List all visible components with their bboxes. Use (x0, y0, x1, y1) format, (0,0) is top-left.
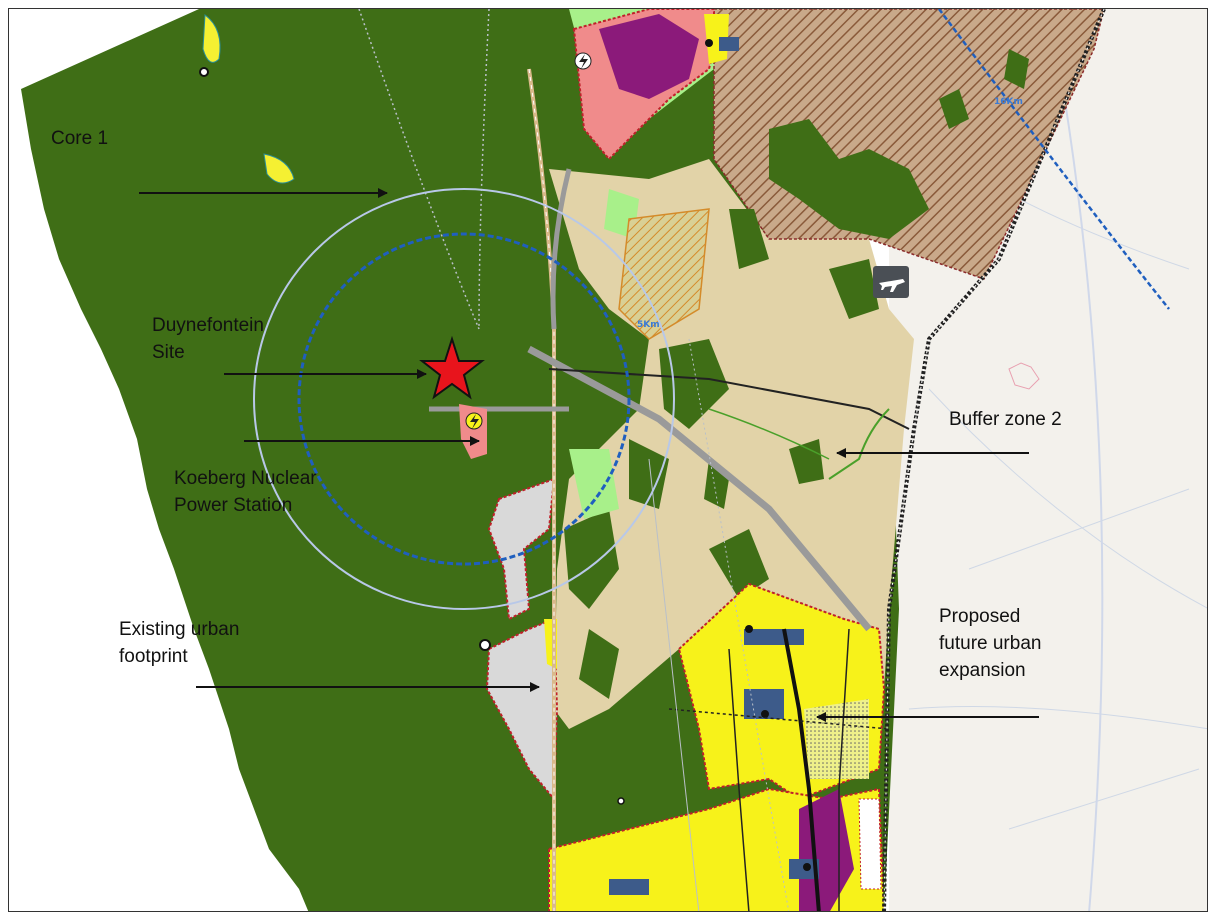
hatched-zone-orange (618, 208, 710, 340)
label-koeberg: Koeberg Nuclear Power Station (174, 465, 317, 519)
transit-dots (705, 39, 811, 871)
study-area-boundary (882, 9, 1106, 911)
place-markers (199, 67, 625, 805)
red-star-icon (419, 335, 485, 400)
small-outline-east (1008, 362, 1040, 390)
airplane-icon (873, 266, 909, 298)
lightning-bolt-icon (465, 412, 483, 430)
label-site-line2: Site (152, 342, 185, 363)
label-proposed-line3: expansion (939, 660, 1026, 681)
label-koeberg-line1: Koeberg Nuclear (174, 468, 317, 489)
urban-area-north-yellow (704, 14, 729, 64)
dotted-area (804, 699, 869, 779)
label-buffer-text: Buffer zone 2 (949, 409, 1062, 430)
coastal-patches (202, 14, 295, 184)
buffer-green-patches (564, 259, 879, 699)
label-core-1: Core 1 (51, 125, 108, 152)
zoning-map: 5Km 16Km (21, 9, 1207, 911)
label-site-line1: Duynefontein (152, 315, 264, 336)
label-existing-line1: Existing urban (119, 619, 240, 640)
label-buffer-zone: Buffer zone 2 (949, 406, 1062, 433)
transit-nodes (609, 37, 819, 895)
hatched-zone-dark-patches (729, 49, 1029, 269)
urban-area-north-magenta (599, 14, 699, 99)
inner-ring-label: 5Km (637, 320, 660, 330)
outer-ring-label: 16Km (994, 97, 1023, 107)
label-proposed-urban: Proposed future urban expansion (939, 603, 1041, 684)
label-proposed-line2: future urban (939, 633, 1042, 654)
outer-ring-arc-east (1048, 9, 1104, 911)
label-proposed-line1: Proposed (939, 606, 1021, 627)
label-koeberg-line2: Power Station (174, 495, 293, 516)
annotation-arrows (139, 188, 1039, 722)
roads (358, 9, 910, 911)
label-existing-urban: Existing urban footprint (119, 616, 239, 670)
middle-distance-ring (253, 188, 675, 610)
inner-distance-ring (297, 232, 631, 566)
lightning-bolt-icon (574, 52, 592, 70)
outer-distance-ring (938, 9, 1170, 310)
label-existing-line2: footprint (119, 646, 188, 667)
label-core-text: Core 1 (51, 128, 109, 149)
hatched-white-block (858, 798, 882, 890)
label-duynefontein-site: Duynefontein Site (152, 312, 264, 366)
map-figure: 5Km 16Km Core 1 Duynefontein Site Koeber… (8, 8, 1208, 912)
